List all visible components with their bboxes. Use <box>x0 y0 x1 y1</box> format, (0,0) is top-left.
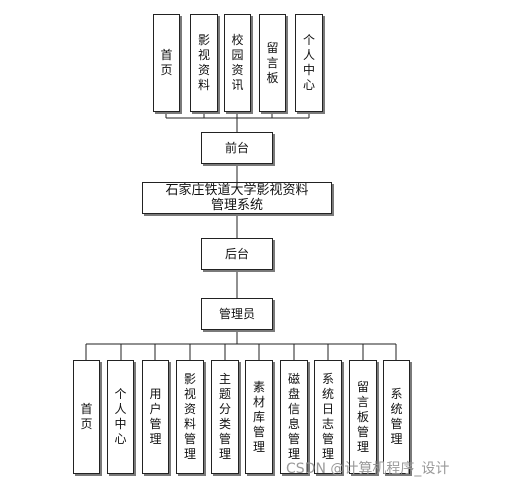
frontend-module-label: 校园资讯 <box>231 33 244 92</box>
admin-module-system-management: 系统管理 <box>383 360 410 474</box>
admin-module-message-board-management: 留言板管理 <box>349 360 377 474</box>
frontend-label: 前台 <box>224 140 249 155</box>
system-title-line1: 石家庄铁道大学影视资料 <box>165 183 309 198</box>
admin-module-disk-info-management: 磁盘信息管理 <box>280 360 308 474</box>
csdn-watermark: CSDN @计算机程序_设计 <box>286 461 450 477</box>
admin-node: 管理员 <box>201 298 273 330</box>
admin-module-film-materials-management: 影视资料管理 <box>176 360 204 474</box>
frontend-module-label: 首页 <box>160 48 173 77</box>
frontend-module-personal-center: 个人中心 <box>295 14 323 112</box>
admin-label: 管理员 <box>218 306 255 321</box>
frontend-module-campus-news: 校园资讯 <box>224 14 251 112</box>
admin-module-label: 素材库管理 <box>253 379 266 454</box>
frontend-module-film-materials: 影视资料 <box>190 14 218 112</box>
admin-module-label: 主题分类管理 <box>219 372 232 461</box>
admin-module-system-log-management: 系统日志管理 <box>314 360 342 474</box>
admin-module-label: 个人中心 <box>114 387 127 446</box>
admin-module-label: 影视资料管理 <box>184 372 197 461</box>
admin-module-label: 系统日志管理 <box>322 372 335 461</box>
admin-module-topic-category-management: 主题分类管理 <box>211 360 239 474</box>
system-title-line2: 管理系统 <box>210 198 263 213</box>
admin-module-asset-library-management: 素材库管理 <box>245 360 273 474</box>
admin-module-home: 首页 <box>73 360 100 474</box>
system-title-node: 石家庄铁道大学影视资料 管理系统 <box>142 182 332 214</box>
frontend-module-message-board: 留言板 <box>259 14 286 112</box>
frontend-module-label: 影视资料 <box>198 33 211 92</box>
backend-node: 后台 <box>201 238 273 270</box>
admin-module-label: 系统管理 <box>390 387 403 446</box>
frontend-node: 前台 <box>201 132 273 164</box>
admin-module-label: 磁盘信息管理 <box>288 372 301 461</box>
frontend-module-home: 首页 <box>153 14 180 112</box>
admin-module-label: 用户管理 <box>149 387 162 446</box>
admin-module-personal-center: 个人中心 <box>107 360 134 474</box>
admin-module-user-management: 用户管理 <box>142 360 169 474</box>
frontend-module-label: 留言板 <box>266 40 279 85</box>
admin-module-label: 首页 <box>80 402 93 431</box>
frontend-module-label: 个人中心 <box>303 33 316 92</box>
backend-label: 后台 <box>224 246 249 261</box>
admin-module-label: 留言板管理 <box>357 379 370 454</box>
